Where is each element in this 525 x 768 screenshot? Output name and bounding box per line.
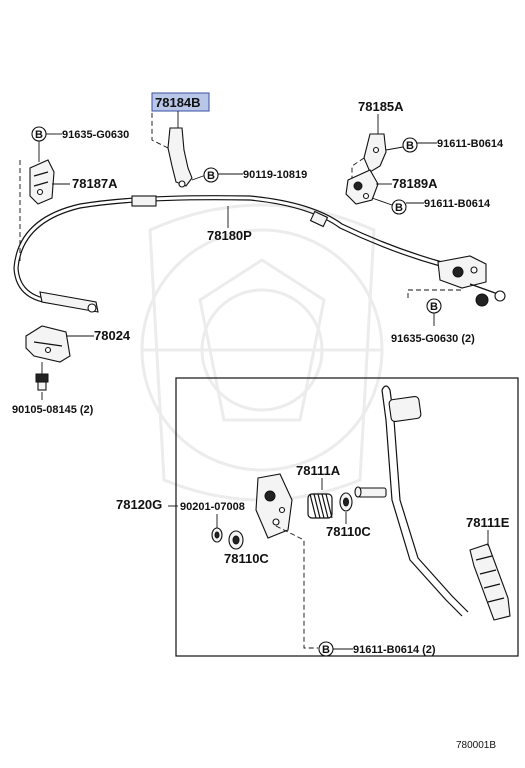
part-label-90201[interactable]: 90201-07008 xyxy=(180,501,245,513)
leader-91611-a xyxy=(385,146,404,151)
callout-91611-bottom[interactable]: B 91611-B0614 (2) xyxy=(318,641,436,657)
washer-90201 xyxy=(211,514,223,543)
svg-text:78024: 78024 xyxy=(94,328,131,343)
svg-text:B: B xyxy=(207,170,215,182)
svg-text:78110C: 78110C xyxy=(326,524,371,539)
part-label-78185A[interactable]: 78185A xyxy=(358,99,404,134)
part-label-78111A[interactable]: 78111A xyxy=(296,463,341,490)
pedal-arm xyxy=(381,385,511,621)
pivot-shaft xyxy=(354,486,387,498)
part-label-78189A[interactable]: 78189A xyxy=(376,176,438,191)
svg-text:78180P: 78180P xyxy=(207,228,252,243)
svg-text:78184B: 78184B xyxy=(155,95,201,110)
diagram-ref: 780001B xyxy=(456,740,496,751)
bracket-78187A xyxy=(29,159,55,205)
svg-text:78111A: 78111A xyxy=(296,463,341,478)
bracket-78185A xyxy=(351,133,387,200)
callout-91635-right[interactable]: B 91635-G0630 (2) xyxy=(391,298,475,345)
svg-text:91611-B0614 (2): 91611-B0614 (2) xyxy=(353,644,436,656)
svg-text:B: B xyxy=(395,202,403,214)
part-label-78180P[interactable]: 78180P xyxy=(207,206,252,243)
bracket-78189A xyxy=(345,169,379,205)
bushing-78110C-right xyxy=(339,492,353,512)
watermark-emblem xyxy=(140,203,384,502)
svg-text:78187A: 78187A xyxy=(72,176,118,191)
dashed-guide-bottom xyxy=(275,525,318,649)
cable-end-right xyxy=(437,255,506,307)
svg-text:78120G: 78120G xyxy=(116,497,162,512)
callout-91611-a[interactable]: B 91611-B0614 xyxy=(402,137,504,153)
pedal-assembly-box xyxy=(175,377,519,657)
bracket-78120G xyxy=(255,473,293,539)
bracket-78024 xyxy=(25,325,71,363)
callout-90119[interactable]: B 90119-10819 xyxy=(203,167,307,183)
svg-text:91611-B0614: 91611-B0614 xyxy=(437,138,504,150)
part-label-78120G[interactable]: 78120G xyxy=(116,497,178,512)
svg-text:B: B xyxy=(35,129,43,141)
svg-text:78111E: 78111E xyxy=(466,515,510,530)
svg-text:90119-10819: 90119-10819 xyxy=(243,169,307,181)
part-label-78184B[interactable]: 78184B xyxy=(151,92,210,112)
svg-text:B: B xyxy=(406,140,414,152)
svg-text:91635-G0630: 91635-G0630 xyxy=(62,129,129,141)
dashed-guide-right xyxy=(407,289,462,298)
part-label-78110C-right[interactable]: 78110C xyxy=(326,512,371,539)
svg-text:90105-08145 (2): 90105-08145 (2) xyxy=(12,404,94,416)
part-label-78111E[interactable]: 78111E xyxy=(466,515,510,546)
callout-91635-top[interactable]: B 91635-G0630 xyxy=(31,126,129,142)
svg-text:90201-07008: 90201-07008 xyxy=(180,501,245,513)
svg-text:B: B xyxy=(430,301,438,313)
bushing-78110C-left xyxy=(228,530,244,550)
cable-78180P xyxy=(13,195,443,313)
svg-text:91635-G0630 (2): 91635-G0630 (2) xyxy=(391,333,475,345)
svg-text:78185A: 78185A xyxy=(358,99,404,114)
leader-91611-b xyxy=(371,197,393,206)
callout-91611-b[interactable]: B 91611-B0614 xyxy=(391,198,491,215)
bolt-90105 xyxy=(35,362,49,391)
spring-78111A xyxy=(307,493,333,519)
part-label-78110C-left[interactable]: 78110C xyxy=(224,551,269,566)
svg-text:78189A: 78189A xyxy=(392,176,438,191)
part-label-78187A[interactable]: 78187A xyxy=(52,176,118,191)
part-label-78024[interactable]: 78024 xyxy=(66,328,131,343)
svg-text:91611-B0614: 91611-B0614 xyxy=(424,198,491,210)
svg-text:78110C: 78110C xyxy=(224,551,269,566)
svg-text:B: B xyxy=(322,644,330,656)
bracket-78184B xyxy=(151,112,207,188)
part-label-90105[interactable]: 90105-08145 (2) xyxy=(12,392,94,416)
